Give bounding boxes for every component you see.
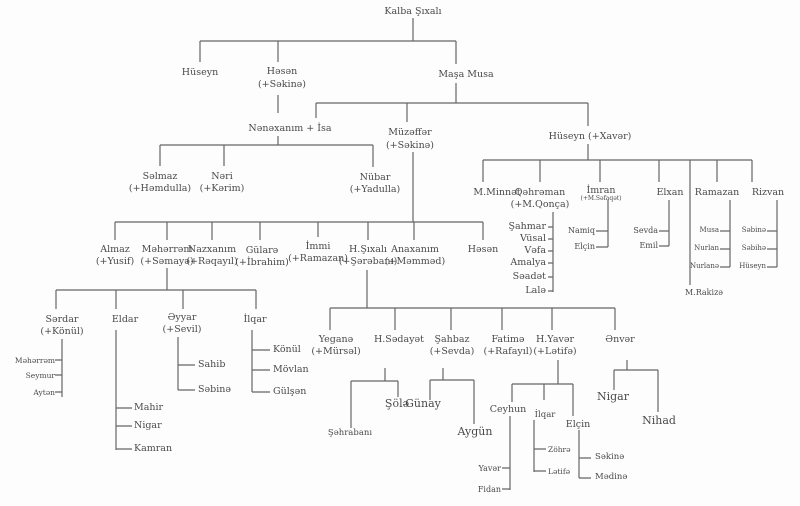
spouse: (+İbrahim) — [235, 257, 289, 268]
person: H.Şıxalı — [349, 244, 387, 255]
spouse: (+Səkinə) — [385, 140, 435, 151]
person: Elçin — [565, 419, 591, 430]
person: Şahmar — [508, 221, 546, 232]
person: Namiq — [567, 226, 595, 235]
person: H.Sədayət — [374, 334, 424, 345]
person: Yavər — [478, 464, 501, 473]
person: Səlmaz — [142, 171, 178, 182]
person: Rizvan — [751, 187, 785, 198]
spouse: (+M.Qonça) — [510, 199, 570, 210]
spouse: (+Şərəbanı) — [338, 256, 398, 267]
person: Qəhrəman — [514, 187, 566, 198]
person: Səadət — [512, 271, 546, 282]
person: Almaz — [100, 244, 130, 255]
person: Səbinə — [741, 226, 766, 234]
person: İlqar — [243, 314, 267, 325]
person: Sərdar — [45, 314, 79, 325]
person: Həsən — [467, 244, 499, 255]
person: Ramazan — [694, 187, 740, 198]
person: Musa — [699, 226, 719, 234]
person: Vüsal — [520, 233, 546, 244]
person: Elxan — [656, 187, 684, 198]
person: İlqar — [534, 410, 556, 420]
person: Aytən — [33, 388, 55, 397]
person: Sevda — [633, 226, 658, 235]
person-root: Kalba Şıxalı — [384, 6, 442, 17]
person: Elçin — [574, 242, 595, 251]
person: Sahib — [198, 359, 226, 370]
person: Nurlanə — [689, 262, 719, 270]
person: Şölə — [384, 397, 410, 410]
person: Ceyhun — [489, 404, 527, 415]
person: Şəhrabanı — [327, 428, 373, 438]
person: Mahir — [134, 402, 164, 413]
person: M.Rakizə — [684, 288, 724, 297]
spouse: (+Ramazan) — [288, 253, 348, 264]
person: H.Yavər — [535, 334, 575, 345]
person: Nigar — [596, 390, 630, 403]
person: Hüseyn — [739, 262, 766, 270]
person: Vəfa — [524, 245, 546, 256]
person: Nazxanım — [187, 244, 237, 255]
person: Emil — [639, 241, 658, 250]
person: Amalya — [510, 257, 546, 268]
person: Əyyar — [167, 312, 197, 323]
person: İmmi — [305, 241, 331, 252]
person: Zöhrə — [548, 445, 571, 454]
person: Günay — [405, 397, 441, 410]
person: M.Minnət — [473, 187, 521, 198]
person: Gülşən — [273, 386, 307, 397]
spouse: (+Sevda) — [429, 346, 475, 357]
person: Maşa Musa — [438, 69, 494, 80]
spouse: (+M.Səfaqət) — [580, 195, 622, 202]
person: Anaxanım — [391, 244, 439, 255]
person: Nihad — [642, 414, 676, 427]
person: Məhərrəm — [141, 244, 193, 255]
spouse: (+Rəqayıl) — [186, 256, 238, 267]
spouse: (+Kərim) — [199, 183, 245, 194]
person: Gülarə — [245, 245, 279, 256]
person: Aygün — [457, 425, 493, 438]
person: Seymur — [25, 371, 55, 380]
person: Lətifə — [548, 467, 571, 476]
person: Könül — [273, 344, 301, 355]
person: Eldar — [111, 314, 139, 325]
person: Məhərrəm — [14, 356, 55, 365]
person: Həsən — [266, 66, 298, 77]
spouse: (+Mürsəl) — [311, 346, 361, 357]
person: Kamran — [134, 443, 173, 454]
person: Nənəxanım + İsa — [248, 123, 332, 134]
person: Nurlan — [694, 244, 719, 252]
spouse: (+Sevil) — [162, 324, 202, 335]
spouse: (+Məmməd) — [384, 256, 446, 267]
spouse: (+Səmayə) — [140, 256, 194, 267]
person: Səkinə — [595, 452, 625, 462]
person: Nəri — [211, 171, 233, 182]
person: Müzəffər — [388, 127, 432, 138]
person: Nübar — [359, 172, 391, 183]
person: Mədinə — [595, 472, 628, 482]
person: Səbinə — [198, 384, 231, 395]
spouse: (+Könül) — [40, 326, 84, 337]
person: Hüseyn (+Xavər) — [548, 131, 632, 142]
spouse: (+Yadulla) — [349, 184, 401, 195]
person: Ənvər — [605, 334, 635, 345]
person: Nigar — [134, 420, 162, 431]
person: Yeganə — [318, 334, 354, 345]
person: Şahbaz — [434, 334, 470, 345]
person: Səbihə — [741, 244, 766, 252]
spouse: (+Səkinə) — [257, 79, 307, 90]
person: İmran — [586, 185, 616, 196]
spouse: (+Lətifə) — [533, 346, 577, 357]
person: Mövlan — [273, 364, 309, 375]
spouse: (+Həmdulla) — [128, 183, 192, 194]
person: Hüseyn — [181, 67, 219, 78]
spouse: (+Rafayıl) — [483, 346, 533, 357]
person: Fidan — [477, 485, 501, 494]
spouse: (+Yusif) — [95, 256, 135, 267]
person: Fatimə — [491, 334, 525, 345]
person: Lalə — [525, 285, 546, 296]
